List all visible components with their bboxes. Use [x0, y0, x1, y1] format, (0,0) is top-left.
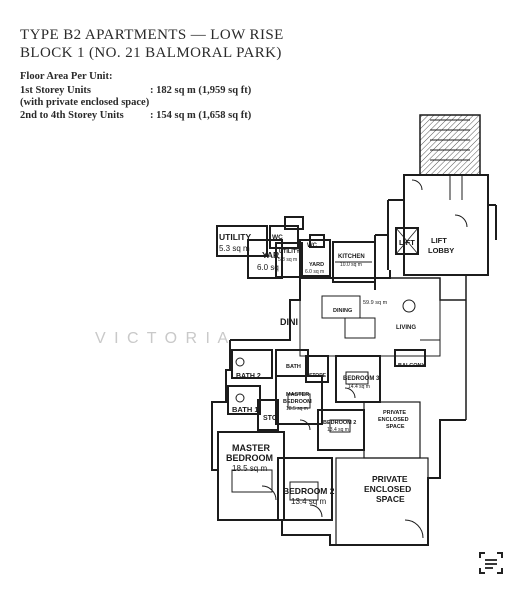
page-subtitle: BLOCK 1 (NO. 21 BALMORAL PARK) [20, 45, 282, 61]
label-kitchen: KITCHEN [338, 254, 365, 260]
label-bedroom3-area: 14.4 sq m [348, 384, 370, 390]
label-pes-small-1: PRIVATE [383, 410, 406, 416]
label-yard-big-area: 6.0 sq [257, 263, 279, 272]
label-utility-big: UTILITY [219, 232, 251, 242]
label-utility-big-area: 5.3 sq m [219, 244, 250, 253]
label-pes-big-2: ENCLOSED [364, 484, 411, 494]
label-lift-lobby-1: LIFT [431, 236, 447, 245]
label-utility-small-area: 5.3 sq m [278, 257, 297, 263]
balcony-outline [394, 349, 426, 367]
area-row1-value: : 182 sq m (1,959 sq ft) [150, 85, 252, 96]
lift-shaft [395, 227, 419, 255]
area-row2-value: : 154 sq m (1,658 sq ft) [150, 110, 252, 121]
label-bedroom2-small: BEDROOM 2 [323, 420, 356, 426]
label-balcony: BALCONY [398, 363, 426, 369]
label-master-small-1: MASTER [286, 392, 309, 398]
label-yard-big: YAR [262, 250, 279, 260]
pes-big-outline [335, 457, 429, 546]
area-heading: Floor Area Per Unit: [20, 71, 113, 82]
label-living-area: 59.9 sq m [363, 300, 388, 306]
bedroom3-outline [335, 355, 381, 403]
label-master-big-area: 18.5 sq m [232, 464, 267, 473]
label-pes-small-2: ENCLOSED [378, 417, 409, 423]
label-master-small-2: BEDROOM [283, 399, 312, 405]
label-bedroom3: BEDROOM 3 [343, 376, 380, 382]
label-bedroom2-big-area: 13.4 sq m [291, 497, 326, 506]
room-labels: UTILITY 5.3 sq m YAR 6.0 sq WC UTILITY 5… [219, 232, 454, 506]
page-title: TYPE B2 APARTMENTS — LOW RISE [20, 27, 284, 43]
label-dining-big: DINI [280, 317, 298, 327]
label-bath1-big: BATH 1 [232, 405, 259, 414]
bedroom2-big-outline [277, 457, 333, 521]
area-row2-label: 2nd to 4th Storey Units [20, 110, 124, 121]
bath2-big-outline [231, 349, 273, 379]
label-yard-small: YARD [309, 262, 324, 268]
utility-small-outline [275, 242, 303, 278]
label-bedroom2-small-area: 13.4 sq m [327, 427, 349, 433]
master-big-outline [217, 431, 285, 521]
label-lift-lobby-2: LOBBY [428, 246, 454, 255]
label-pes-small-3: SPACE [386, 424, 405, 430]
yard-big-outline [247, 239, 283, 279]
scan-text-icon[interactable] [478, 550, 504, 576]
label-dining: DINING [333, 308, 352, 314]
store-small-outline [305, 355, 329, 383]
living-dining-zone [299, 277, 441, 357]
label-lift: LIFT [399, 238, 415, 247]
label-pes-big-1: PRIVATE [372, 474, 408, 484]
label-yard-small-area: 6.0 sq m [305, 269, 324, 275]
label-master-big-2: BEDROOM [226, 453, 273, 463]
label-store-big: STO [263, 415, 278, 422]
label-bedroom2-big: BEDROOM 2 [283, 486, 335, 496]
stair-core [419, 114, 481, 176]
store-big-outline [257, 399, 279, 431]
label-pes-big-3: SPACE [376, 494, 405, 504]
yard-small-outline [299, 239, 331, 277]
label-bath-small: BATH [286, 364, 301, 370]
bath-small-outline [275, 349, 309, 377]
label-wc-left: WC [272, 234, 283, 241]
label-master-big-1: MASTER [232, 443, 271, 453]
area-row1-label: 1st Storey Units [20, 85, 91, 96]
label-bath2-big: BATH 2 [236, 373, 261, 380]
walls [211, 114, 497, 546]
label-utility-small: UTILITY [279, 249, 300, 255]
label-store-small: STORE [309, 373, 327, 379]
area-row1-note: (with private enclosed space) [20, 97, 150, 108]
label-wc-right: WC [307, 243, 318, 249]
label-master-small-area: 18.5 sq m [286, 406, 308, 412]
label-kitchen-area: 10.0 sq m [340, 262, 362, 268]
lift-lobby-shell [403, 174, 489, 276]
watermark: V I C T O R I A [95, 330, 230, 347]
label-living: LIVING [396, 325, 416, 331]
